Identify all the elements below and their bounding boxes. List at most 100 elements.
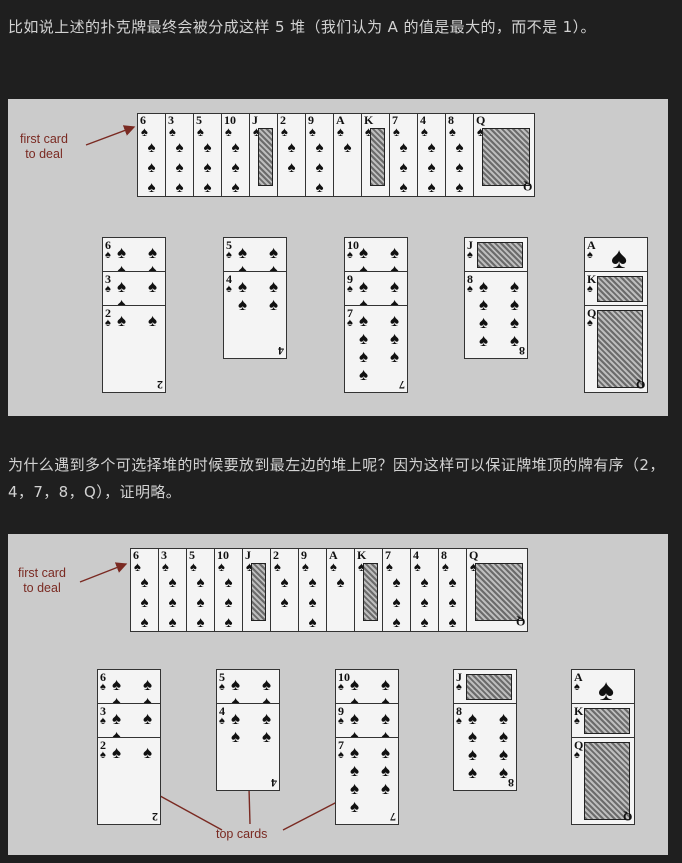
card-9-spades: 9♠♠ ♠ ♠ bbox=[298, 548, 327, 632]
spade-icon: ♠ bbox=[574, 715, 580, 727]
spade-icon: ♠ bbox=[587, 317, 593, 329]
spade-icon: ♠ bbox=[587, 249, 593, 261]
spade-icon: ♠ bbox=[337, 124, 344, 139]
spade-icon: ♠ bbox=[477, 124, 484, 139]
card-rank: K bbox=[574, 704, 584, 718]
card-Q-spades: Q♠Q bbox=[571, 737, 635, 825]
first-card-arrow bbox=[79, 562, 128, 583]
spade-icon: ♠ bbox=[105, 249, 111, 261]
spade-icon: ♠ bbox=[141, 124, 148, 139]
card-4-spades: 4♠♠ ♠ ♠ bbox=[410, 548, 439, 632]
card-pips: ♠♠♠♠♠♠♠♠ bbox=[479, 277, 519, 350]
card-rank: J bbox=[252, 113, 258, 127]
card-rank: 2 bbox=[105, 306, 111, 320]
card-5-spades: 5♠♠ ♠ ♠ bbox=[193, 113, 222, 197]
card-rank: Q bbox=[476, 113, 486, 127]
card-rank-corner: 8 bbox=[519, 344, 525, 358]
spade-icon: ♠ bbox=[574, 681, 580, 693]
spade-icon: ♠ bbox=[226, 283, 232, 295]
card-rank: 8 bbox=[467, 272, 473, 286]
spade-icon: ♠ bbox=[105, 283, 111, 295]
card-rank: 6 bbox=[100, 670, 106, 684]
spade-icon: ♠ bbox=[225, 124, 232, 139]
piles-figure-1: first card to deal 6♠♠ ♠ ♠3♠♠ ♠ ♠5♠♠ ♠ ♠… bbox=[8, 99, 668, 416]
card-rank: A bbox=[329, 548, 338, 562]
card-pips: ♠ ♠ ♠ bbox=[308, 575, 317, 631]
court-figure-art bbox=[597, 276, 643, 302]
card-rank: 9 bbox=[347, 272, 353, 286]
spade-icon: ♠ bbox=[347, 249, 353, 261]
card-rank: J bbox=[245, 548, 251, 562]
spade-icon: ♠ bbox=[574, 749, 580, 761]
card-rank-corner: Q bbox=[515, 615, 525, 629]
card-rank: J bbox=[456, 670, 462, 684]
card-6-spades: 6♠♠ ♠ ♠ bbox=[137, 113, 166, 197]
card-pips: ♠ bbox=[336, 575, 345, 591]
card-rank-corner: Q bbox=[522, 180, 532, 194]
card-pips: ♠ ♠ ♠ bbox=[231, 140, 240, 196]
deal-row: 6♠♠ ♠ ♠3♠♠ ♠ ♠5♠♠ ♠ ♠10♠♠ ♠ ♠J♠2♠♠ ♠9♠♠ … bbox=[137, 113, 535, 197]
spade-icon: ♠ bbox=[470, 559, 477, 574]
spade-icon: ♠ bbox=[219, 681, 225, 693]
card-pips: ♠ ♠ ♠ bbox=[140, 575, 149, 631]
spade-icon: ♠ bbox=[162, 559, 169, 574]
card-pips: ♠♠♠♠♠♠ bbox=[117, 243, 157, 273]
card-9-spades: 9♠♠♠♠♠♠♠♠♠♠ bbox=[344, 271, 408, 307]
card-rank: A bbox=[587, 238, 596, 252]
spade-icon: ♠ bbox=[347, 283, 353, 295]
card-rank: 3 bbox=[161, 548, 167, 562]
spade-icon: ♠ bbox=[467, 249, 473, 261]
card-2-spades: 2♠♠♠2 bbox=[97, 737, 161, 825]
card-pips: ♠♠♠♠ bbox=[231, 709, 271, 746]
deal-row: 6♠♠ ♠ ♠3♠♠ ♠ ♠5♠♠ ♠ ♠10♠♠ ♠ ♠J♠2♠♠ ♠9♠♠ … bbox=[130, 548, 528, 632]
card-rank-corner: 4 bbox=[271, 776, 277, 790]
card-3-spades: 3♠♠ ♠ ♠ bbox=[158, 548, 187, 632]
card-rank: A bbox=[574, 670, 583, 684]
spade-icon: ♠ bbox=[169, 124, 176, 139]
card-rank: 7 bbox=[385, 548, 391, 562]
card-pips: ♠ ♠ ♠ bbox=[175, 140, 184, 196]
court-figure-art bbox=[475, 563, 523, 621]
card-7-spades: 7♠♠♠♠♠♠♠♠7 bbox=[335, 737, 399, 825]
piles-figure-2: first card to deal top cards 6♠♠ ♠ ♠3♠♠ … bbox=[8, 534, 668, 855]
card-pips: ♠ ♠ bbox=[280, 575, 289, 611]
card-rank: 4 bbox=[219, 704, 225, 718]
card-rank: 4 bbox=[413, 548, 419, 562]
spade-icon: ♠ bbox=[421, 124, 428, 139]
card-rank: 6 bbox=[105, 238, 111, 252]
card-pips: ♠♠♠♠♠♠ bbox=[112, 675, 152, 705]
card-7-spades: 7♠♠♠♠♠♠♠♠7 bbox=[344, 305, 408, 393]
card-pips: ♠♠♠♠♠ bbox=[231, 675, 271, 705]
spade-icon: ♠ bbox=[100, 749, 106, 761]
court-figure-art bbox=[477, 242, 523, 268]
card-Q-spades: Q♠Q bbox=[584, 305, 648, 393]
card-pips: ♠ ♠ ♠ bbox=[420, 575, 429, 631]
card-rank: 7 bbox=[347, 306, 353, 320]
spade-icon: ♠ bbox=[338, 749, 344, 761]
card-pips: ♠ ♠ ♠ bbox=[196, 575, 205, 631]
card-7-spades: 7♠♠ ♠ ♠ bbox=[389, 113, 418, 197]
card-pips: ♠ bbox=[611, 242, 627, 273]
card-pips: ♠♠♠♠♠♠♠♠♠♠ bbox=[359, 243, 399, 273]
card-2-spades: 2♠♠♠2 bbox=[102, 305, 166, 393]
card-J-spades: J♠ bbox=[453, 669, 517, 705]
card-rank: 3 bbox=[168, 113, 174, 127]
court-figure-art bbox=[597, 310, 643, 388]
card-pips: ♠ ♠ ♠ bbox=[427, 140, 436, 196]
card-10-spades: 10♠♠♠♠♠♠♠♠♠♠♠ bbox=[344, 237, 408, 273]
spade-icon: ♠ bbox=[587, 283, 593, 295]
card-rank: 2 bbox=[273, 548, 279, 562]
card-10-spades: 10♠♠ ♠ ♠ bbox=[214, 548, 243, 632]
card-pips: ♠ ♠ ♠ bbox=[455, 140, 464, 196]
card-rank: 4 bbox=[420, 113, 426, 127]
spade-icon: ♠ bbox=[100, 681, 106, 693]
card-rank: 7 bbox=[338, 738, 344, 752]
spade-icon: ♠ bbox=[246, 559, 253, 574]
card-9-spades: 9♠♠ ♠ ♠ bbox=[305, 113, 334, 197]
card-K-spades: K♠ bbox=[571, 703, 635, 739]
spade-icon: ♠ bbox=[219, 715, 225, 727]
spade-icon: ♠ bbox=[330, 559, 337, 574]
card-rank: 7 bbox=[392, 113, 398, 127]
card-K-spades: K♠ bbox=[584, 271, 648, 307]
card-J-spades: J♠ bbox=[242, 548, 271, 632]
